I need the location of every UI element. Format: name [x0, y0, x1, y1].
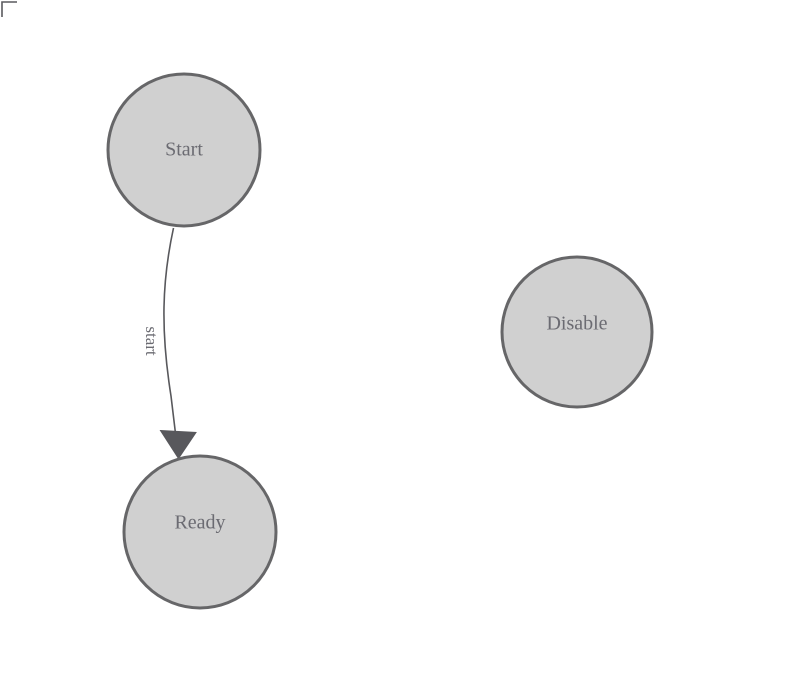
- canvas-corner-mark-icon: [1, 1, 17, 17]
- edge-line: [163, 227, 178, 447]
- state-node-disable[interactable]: Disable: [500, 255, 654, 409]
- node-circle[interactable]: [122, 454, 278, 610]
- state-node-start[interactable]: Start: [106, 72, 262, 228]
- edge-start-to-ready[interactable]: start: [142, 227, 197, 460]
- edge-arrowhead-icon: [159, 429, 197, 460]
- node-circle[interactable]: [500, 255, 654, 409]
- edge-label-start: start: [142, 326, 161, 356]
- node-circle[interactable]: [106, 72, 262, 228]
- state-node-ready[interactable]: Ready: [122, 454, 278, 610]
